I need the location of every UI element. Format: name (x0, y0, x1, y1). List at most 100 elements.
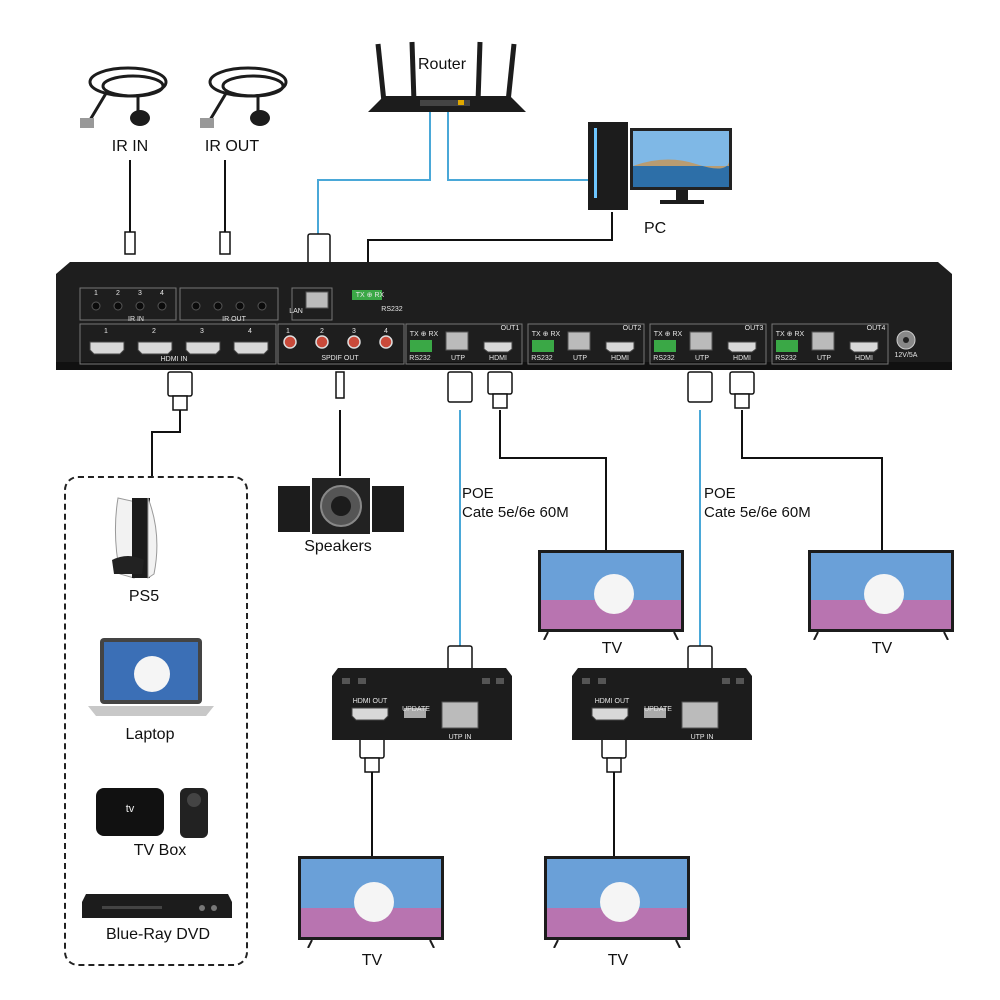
ir-out-plug (219, 231, 231, 255)
out1-hdmi-label: HDMI (489, 355, 507, 362)
spdif-plug (335, 371, 345, 399)
out3-hdmi-cable (741, 410, 883, 552)
rx2-utp-in-label: UTP IN (690, 734, 714, 741)
rx2-hdmi-plug-tail (606, 757, 622, 773)
router-icon (368, 41, 526, 112)
tv-out3-label: TV (871, 640, 893, 657)
router-pc-cable (447, 108, 590, 181)
rx1-update-label: UPDATE (402, 706, 430, 713)
out3-txrx-label: TX ⊕ RX (653, 331, 683, 338)
tv-rx2-label: TV (607, 952, 629, 969)
ir-in-plug (124, 231, 136, 255)
rx1-hdmi-out-label: HDMI OUT (352, 698, 388, 705)
out1-utp-plug (447, 371, 473, 403)
router-label: Router (418, 56, 467, 73)
tv-box-icon: tv (96, 788, 208, 838)
panel-ir-port-2: 2 (116, 290, 120, 297)
rx1-utp-in-label: UTP IN (448, 734, 472, 741)
tv-rx1-icon (298, 856, 444, 948)
out3-utp-label: UTP (695, 355, 709, 362)
ps5-label: PS5 (128, 588, 160, 605)
panel-lan-label: LAN (289, 308, 303, 315)
pc-label: PC (644, 220, 667, 237)
tv-rx1-label: TV (361, 952, 383, 969)
out3-hdmi-label: HDMI (733, 355, 751, 362)
panel-ir-port-3: 3 (138, 290, 142, 297)
rx1-hdmi-plug-tail (364, 757, 380, 773)
router-lan-cable (317, 108, 431, 240)
panel-ir-in-label: IR IN (128, 316, 144, 323)
out2-utp-label: UTP (573, 355, 587, 362)
bluray-icon (82, 894, 232, 918)
out3-hdmi-plug (729, 371, 755, 395)
out1-hdmi-plug-tail (492, 393, 508, 409)
panel-hdmi-port-4: 4 (248, 328, 252, 335)
out2-rs232-label: RS232 (531, 355, 553, 362)
ir-in-cable-icon (80, 66, 168, 128)
laptop-icon (88, 638, 214, 716)
rx2-update-label: UPDATE (644, 706, 672, 713)
out3-utp-plug (687, 371, 713, 403)
poe-note-1-line2: Cate 5e/6e 60M (462, 504, 569, 521)
panel-ir-port-4: 4 (160, 290, 164, 297)
laptop-label: Laptop (125, 726, 175, 743)
panel-ir-out-label: IR OUT (222, 316, 246, 323)
sources-group (64, 476, 248, 966)
ir-out-label: IR OUT (204, 138, 260, 155)
rx2-hdmi-out-label: HDMI OUT (594, 698, 630, 705)
panel-spdif-port-3: 3 (352, 328, 356, 335)
hdmi-in-cable (151, 410, 181, 476)
speakers-label: Speakers (304, 538, 372, 555)
lan-plug (307, 233, 331, 265)
receiver-2-icon (572, 668, 752, 740)
tv-out1-icon (538, 550, 684, 640)
out4-utp-label: UTP (817, 355, 831, 362)
out4-txrx-label: TX ⊕ RX (775, 331, 805, 338)
out3-hdmi-plug-tail (734, 393, 750, 409)
panel-hdmi-port-2: 2 (152, 328, 156, 335)
panel-hdmi-port-3: 3 (200, 328, 204, 335)
out4-rs232-label: RS232 (775, 355, 797, 362)
panel-spdif-port-1: 1 (286, 328, 290, 335)
ir-out-cable-icon (200, 66, 288, 128)
power-label: 12V/5A (894, 352, 918, 359)
tv-out3-icon (808, 550, 954, 640)
poe-note-2-line1: POE (704, 485, 736, 502)
svg-text:tv: tv (126, 803, 135, 815)
ps5-icon (112, 497, 158, 579)
out4-label: OUT4 (866, 325, 886, 332)
out1-utp-label: UTP (451, 355, 465, 362)
out1-label: OUT1 (500, 325, 520, 332)
panel-rs232-label: RS232 (381, 306, 403, 313)
ir-in-label: IR IN (111, 138, 149, 155)
tv-box-label: TV Box (133, 842, 187, 859)
out2-txrx-label: TX ⊕ RX (531, 331, 561, 338)
panel-ir-port-1: 1 (94, 290, 98, 297)
out1-hdmi-cable (499, 410, 607, 552)
out3-rs232-label: RS232 (653, 355, 675, 362)
out2-label: OUT2 (622, 325, 642, 332)
panel-spdif-port-4: 4 (384, 328, 388, 335)
out3-label: OUT3 (744, 325, 764, 332)
panel-hdmi-in-label: HDMI IN (160, 356, 188, 363)
output-boxes (405, 323, 889, 365)
panel-hdmi-port-1: 1 (104, 328, 108, 335)
matrix-switch-body (56, 262, 952, 370)
out1-txrx-label: TX ⊕ RX (409, 331, 439, 338)
hdmi-in-plug-tail (172, 395, 188, 411)
tv-rx2-icon (544, 856, 690, 948)
out2-hdmi-label: HDMI (611, 355, 629, 362)
panel-txrx-label: TX ⊕ RX (355, 292, 385, 299)
panel-spdif-port-2: 2 (320, 328, 324, 335)
tv-out1-label: TV (601, 640, 623, 657)
out1-rs232-label: RS232 (409, 355, 431, 362)
receiver-1-icon (332, 668, 512, 740)
poe-note-1-line1: POE (462, 485, 494, 502)
out1-hdmi-plug (487, 371, 513, 395)
poe-note-2: POE Cate 5e/6e 60M (704, 484, 811, 522)
hdmi-in-plug (167, 371, 193, 397)
poe-note-2-line2: Cate 5e/6e 60M (704, 504, 811, 521)
panel-spdif-label: SPDIF OUT (321, 355, 359, 362)
